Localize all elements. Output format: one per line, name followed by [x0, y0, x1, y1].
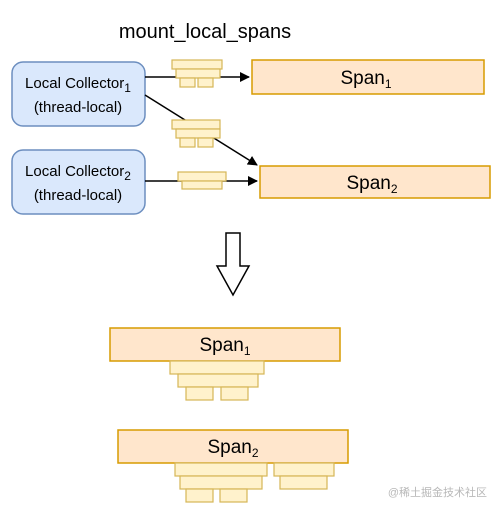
local-spans-stack-1: [171, 59, 223, 88]
svg-text:Span1: Span1: [340, 68, 391, 91]
svg-text:Span1: Span1: [199, 335, 250, 358]
local-collector-2: Local Collector2 (thread-local): [11, 149, 146, 215]
svg-text:Span2: Span2: [346, 173, 397, 196]
local-collector-1: Local Collector1 (thread-local): [11, 61, 146, 127]
collector-1-scope: (thread-local): [34, 99, 122, 116]
span-2-result: Span2: [117, 429, 349, 503]
down-arrow-icon: [215, 232, 251, 297]
diagram-title: mount_local_spans: [119, 21, 291, 43]
local-spans-stack-3: [177, 171, 227, 190]
span-2-target: Span2: [259, 165, 491, 199]
watermark: @稀土掘金技术社区: [388, 485, 487, 499]
collector-1-label: Local Collector1: [25, 75, 131, 95]
svg-text:Span2: Span2: [207, 437, 258, 460]
span-1-target: Span1: [251, 59, 485, 95]
local-spans-stack-2: [171, 119, 221, 148]
span-2-children: [174, 462, 335, 503]
span-1-result: Span1: [109, 327, 341, 401]
collector-2-label: Local Collector2: [25, 163, 131, 183]
span-1-children: [169, 360, 265, 401]
collector-2-scope: (thread-local): [34, 187, 122, 204]
